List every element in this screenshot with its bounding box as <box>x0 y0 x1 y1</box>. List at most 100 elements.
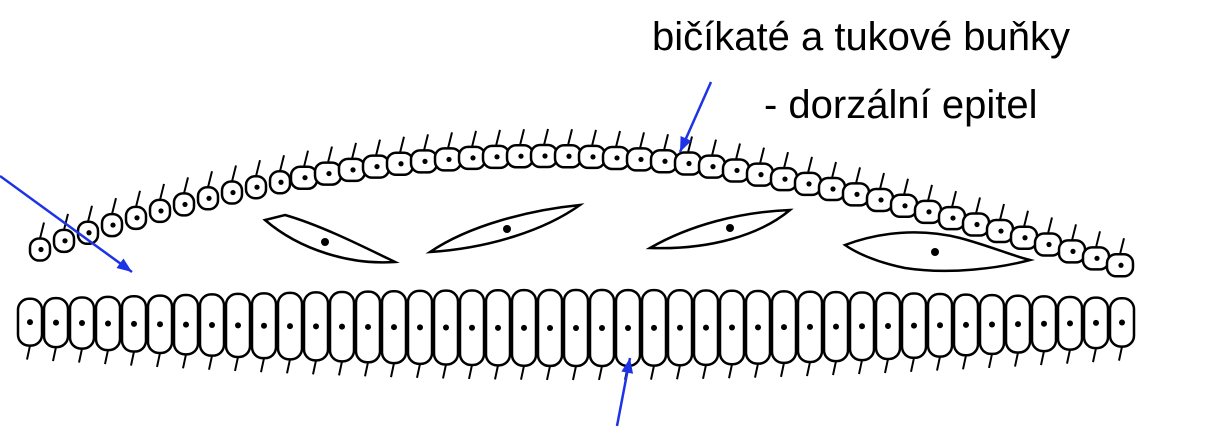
nucleus <box>157 321 163 327</box>
cilium <box>208 171 212 187</box>
nucleus <box>339 324 345 330</box>
cilium <box>112 198 116 214</box>
cilium <box>235 357 238 371</box>
nucleus <box>859 323 865 329</box>
cilium <box>904 179 908 195</box>
cilium <box>313 360 316 374</box>
nucleus <box>209 322 215 328</box>
cilium <box>1093 348 1096 362</box>
nucleus <box>950 215 955 220</box>
cilium <box>544 129 548 145</box>
cilium <box>1048 218 1052 234</box>
arrow-left-head <box>116 258 132 272</box>
nucleus <box>885 323 891 329</box>
nucleus <box>614 155 619 160</box>
nucleus <box>989 322 995 328</box>
cilium <box>472 131 476 147</box>
nucleus <box>235 322 241 328</box>
cilium <box>157 353 160 367</box>
cilium <box>880 173 884 189</box>
nucleus <box>1022 235 1027 240</box>
nucleus <box>206 196 211 201</box>
mesenchyme-cell <box>650 210 790 248</box>
cilium <box>443 364 446 378</box>
cilium <box>547 366 550 380</box>
cilium <box>592 130 596 146</box>
cilium <box>183 354 186 368</box>
cilium <box>1041 351 1044 365</box>
nucleus <box>134 215 139 220</box>
nucleus <box>926 209 931 214</box>
nucleus <box>677 325 683 331</box>
nucleus <box>854 192 859 197</box>
cilium <box>160 184 164 200</box>
cilium <box>640 132 644 148</box>
cilium <box>131 352 134 366</box>
nucleus <box>1094 256 1099 261</box>
nucleus <box>494 154 499 159</box>
cilium <box>365 362 368 376</box>
nucleus <box>470 155 475 160</box>
cilium <box>677 365 680 379</box>
nucleus <box>1118 263 1123 268</box>
nucleus <box>261 323 267 329</box>
cilium <box>280 155 284 171</box>
cilium <box>976 197 980 213</box>
nucleus <box>321 238 329 246</box>
cilium <box>832 162 836 178</box>
cilium <box>952 191 956 207</box>
cilium <box>232 166 236 182</box>
cilium <box>568 129 572 145</box>
nucleus <box>638 157 643 162</box>
nucleus <box>254 185 259 190</box>
dorsal-label-line2: - dorzální epitel <box>764 82 1037 128</box>
cilium <box>859 360 862 374</box>
cilium <box>989 354 992 368</box>
cilium <box>88 206 92 222</box>
nucleus <box>937 322 943 328</box>
cilium <box>781 363 784 377</box>
nucleus <box>931 248 939 256</box>
cilium <box>664 134 668 150</box>
nucleus <box>518 154 523 159</box>
nucleus <box>566 154 571 159</box>
nucleus <box>443 325 449 331</box>
nucleus <box>110 222 115 227</box>
nucleus <box>547 325 553 331</box>
cilium <box>616 131 620 147</box>
cilium <box>184 177 188 193</box>
nucleus <box>807 324 813 330</box>
cilium <box>808 157 812 173</box>
cilium <box>424 134 428 150</box>
cilium <box>885 359 888 373</box>
nucleus <box>158 208 163 213</box>
nucleus <box>686 161 691 166</box>
nucleus <box>62 238 67 243</box>
cilium <box>256 160 260 176</box>
cilium <box>339 361 342 375</box>
nucleus <box>183 322 189 328</box>
cilium <box>400 137 404 153</box>
nucleus <box>830 186 835 191</box>
nucleus <box>781 324 787 330</box>
nucleus <box>503 225 511 233</box>
nucleus <box>662 159 667 164</box>
nucleus <box>79 320 85 326</box>
cilium <box>1072 224 1076 240</box>
nucleus <box>734 168 739 173</box>
cilium <box>928 185 932 201</box>
nucleus <box>833 324 839 330</box>
nucleus <box>974 222 979 227</box>
cilium <box>1120 238 1124 254</box>
cilium <box>448 132 452 148</box>
cilium <box>937 357 940 371</box>
cilium <box>729 364 732 378</box>
nucleus <box>806 181 811 186</box>
nucleus <box>446 157 451 162</box>
nucleus <box>53 320 59 326</box>
nucleus <box>287 323 293 329</box>
nucleus <box>1041 321 1047 327</box>
cilium <box>1119 347 1122 361</box>
cilium <box>328 147 332 163</box>
